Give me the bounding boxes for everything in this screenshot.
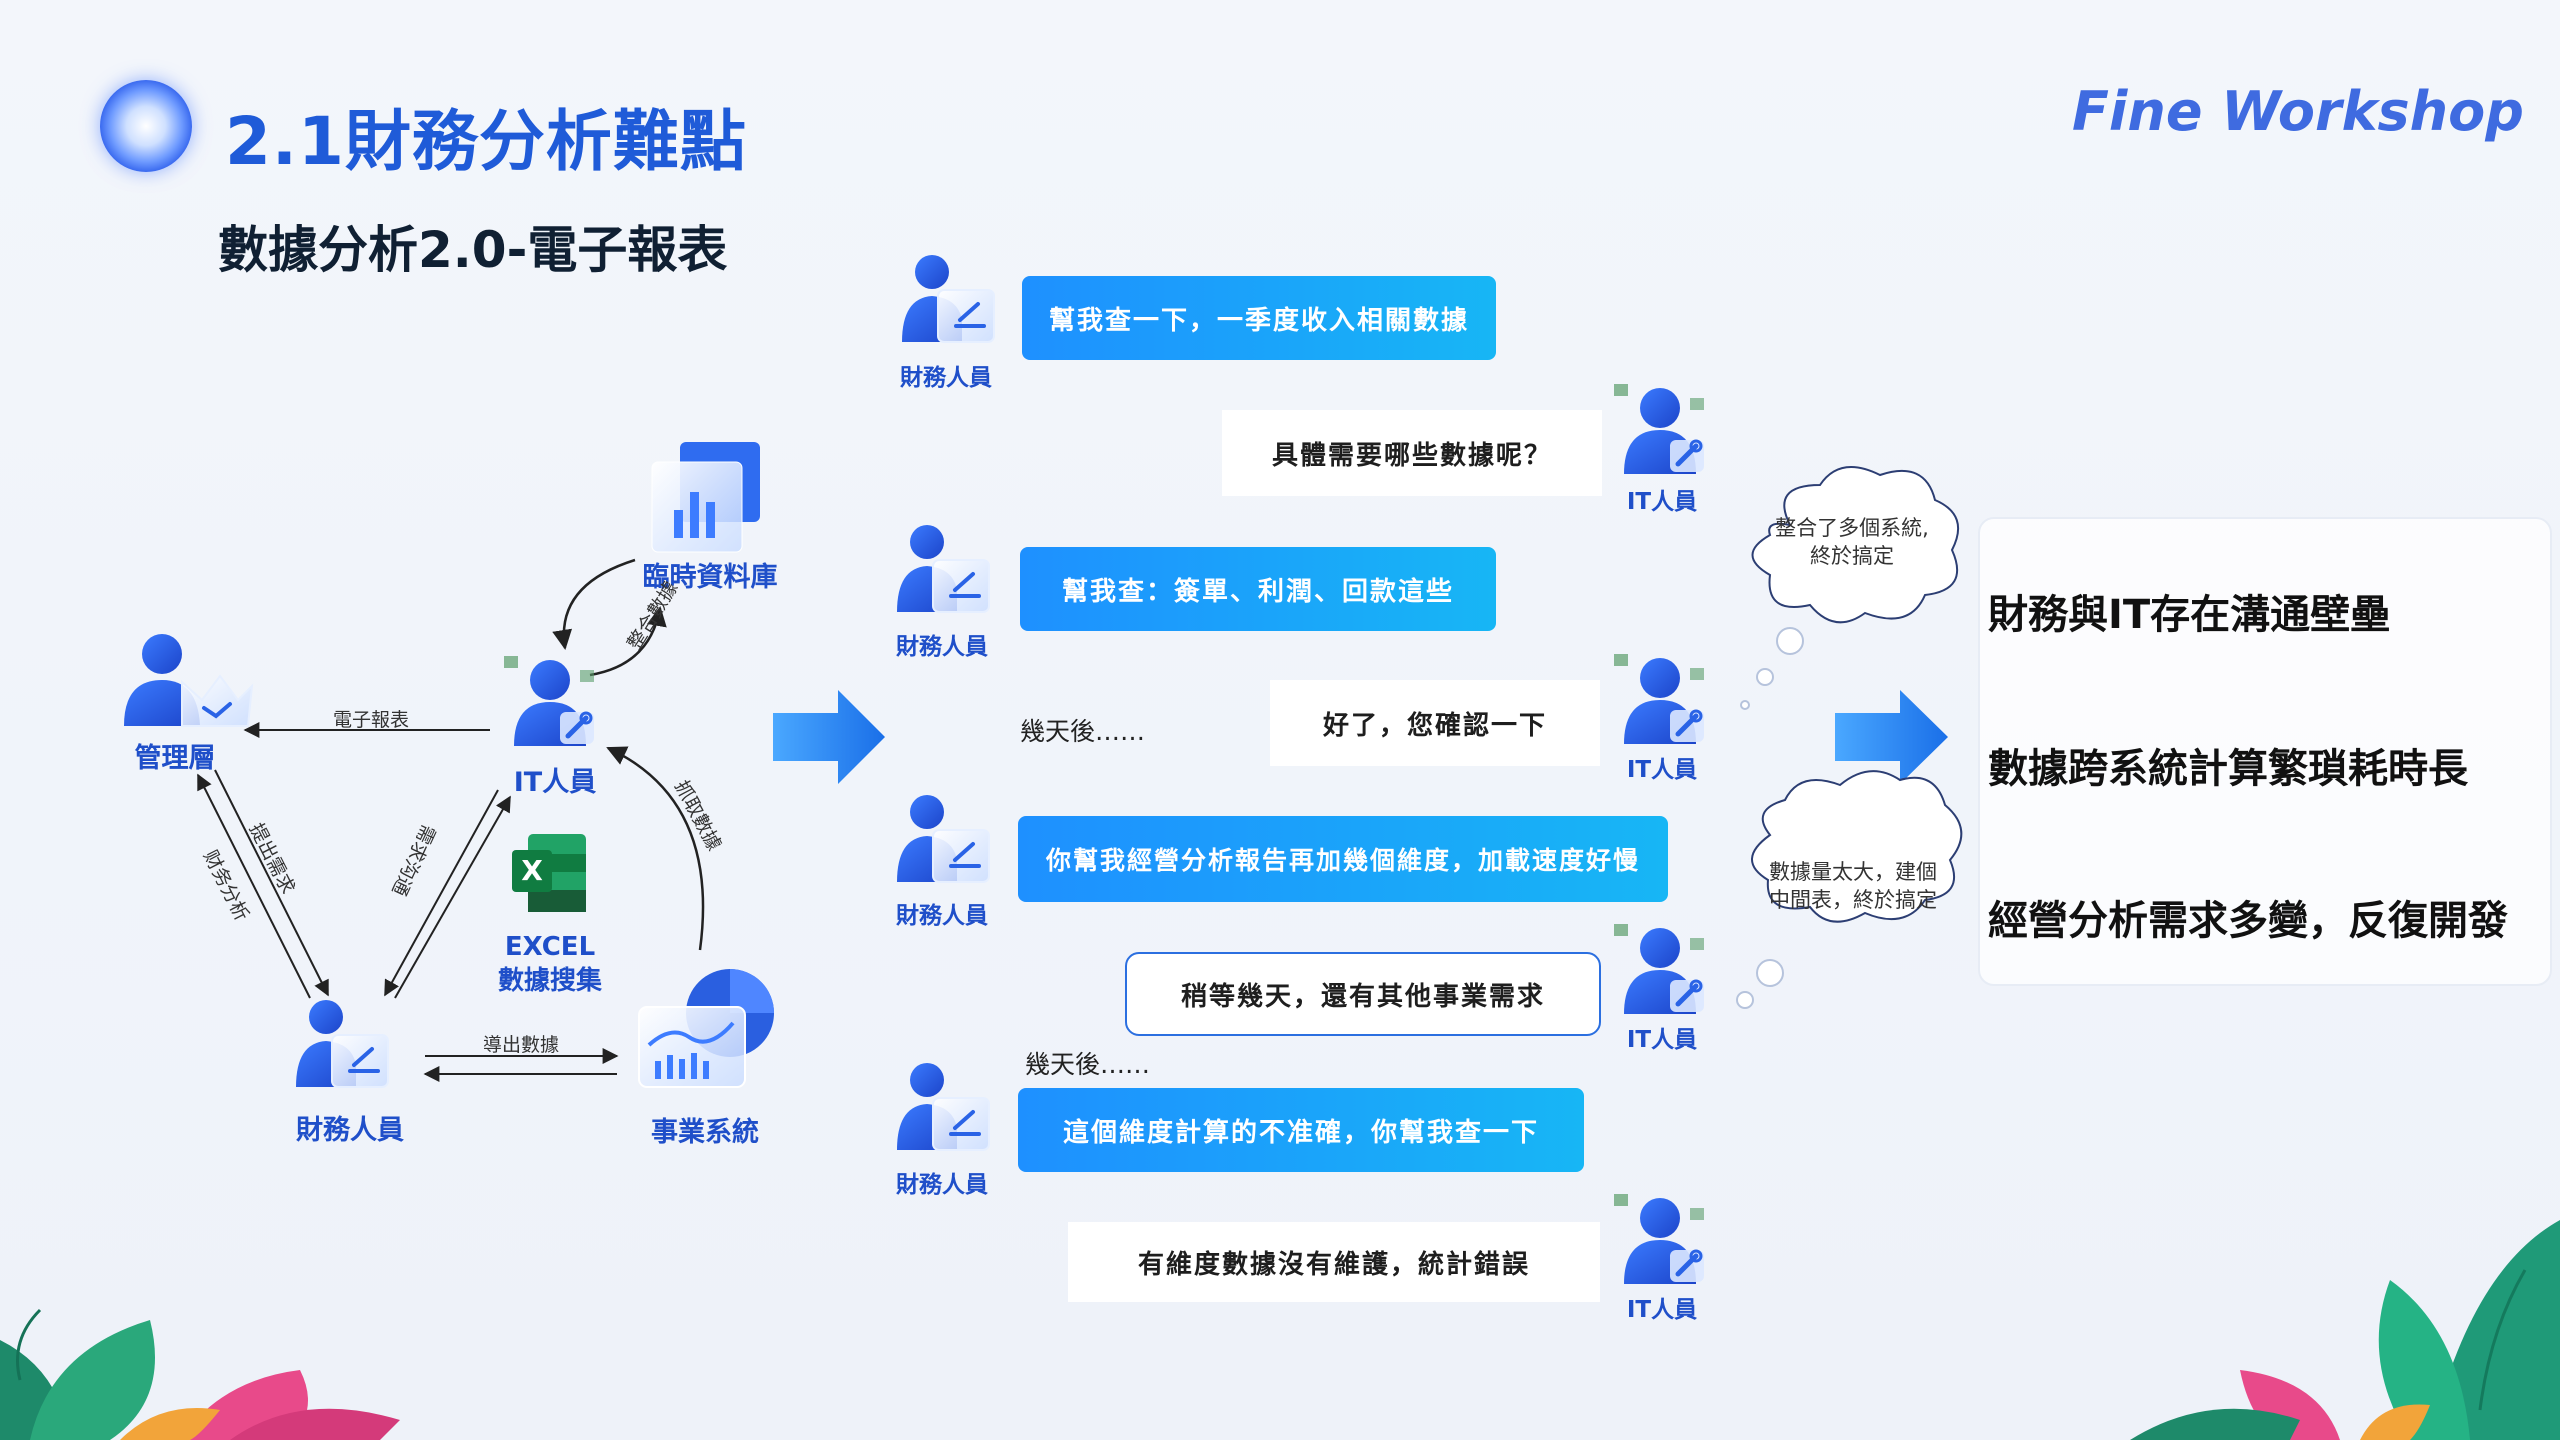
thought-cloud-1: 整合了多個系統, 終於搞定: [1762, 514, 1942, 570]
chat-speaker-label: 財務人員: [896, 1172, 988, 1198]
edge-label-report: 電子報表: [333, 709, 410, 731]
thought-cloud-2-line2: 中間表，終於搞定: [1769, 888, 1937, 912]
chat-bubble: 幫我查：簽單、利潤、回款這些: [1020, 547, 1496, 631]
title-orb-icon: [100, 80, 192, 172]
node-it-staff-label: IT人員: [513, 767, 597, 798]
thought-cloud-shape-1: [1751, 466, 1960, 624]
chat-speaker-label: IT人員: [1626, 757, 1698, 783]
chat-bubble: 這個維度計算的不准確，你幫我查一下: [1018, 1088, 1584, 1172]
thought-cloud-2-line1: 數據量太大，建個: [1769, 860, 1937, 884]
node-finance-staff-label: 財務人員: [296, 1115, 404, 1146]
chat-speaker-label: IT人員: [1626, 1297, 1698, 1323]
time-note: 幾天後……: [1020, 717, 1146, 746]
chat-it-avatar-icon: [1612, 918, 1712, 1018]
edge-label-export: 導出數據: [483, 1034, 560, 1056]
chat-it-avatar-icon: [1612, 1188, 1712, 1288]
chat-speaker-label: 財務人員: [896, 634, 988, 660]
chat-bubble: 幫我查一下，一季度收入相關數據: [1022, 276, 1496, 360]
chat-speaker-label: 財務人員: [900, 365, 992, 391]
chat-speaker-label: 財務人員: [896, 903, 988, 929]
summary-item: 經營分析需求多變，反復開發: [1988, 898, 2508, 944]
thought-cloud-1-line2: 終於搞定: [1810, 544, 1894, 568]
chat-finance-avatar-icon: [895, 523, 991, 614]
chat-bubble: 稍等幾天，還有其他事業需求: [1125, 952, 1601, 1036]
node-management-label: 管理層: [134, 743, 216, 774]
thought-cloud-1-line1: 整合了多個系統,: [1775, 516, 1929, 540]
finance-staff-icon: [294, 998, 390, 1089]
chat-bubble: 具體需要哪些數據呢？: [1222, 410, 1602, 496]
summary-item: 財務與IT存在溝通壁壘: [1988, 592, 2391, 638]
chat-finance-avatar-icon: [895, 793, 991, 884]
manager-crown-icon: [124, 634, 254, 727]
chat-speaker-label: IT人員: [1626, 489, 1698, 515]
time-note: 幾天後……: [1025, 1050, 1151, 1079]
node-temp-db-label: 臨時資料庫: [642, 562, 778, 593]
thought-cloud-2: 數據量太大，建個 中間表，終於搞定: [1748, 858, 1958, 914]
tropical-leaves-right-decoration: [2130, 1220, 2560, 1440]
chat-speaker-label: IT人員: [1626, 1027, 1698, 1053]
chat-finance-avatar-icon: [895, 1061, 991, 1152]
chat-it-avatar-icon: [1612, 648, 1712, 748]
excel-label-line2: 數據搜集: [497, 966, 602, 996]
chat-bubble: 好了，您確認一下: [1270, 680, 1600, 766]
excel-label-line1: EXCEL: [504, 932, 596, 962]
excel-icon: X: [512, 834, 586, 912]
chat-it-avatar-icon: [1612, 378, 1712, 478]
page-title: 2.1財務分析難點: [225, 103, 747, 180]
summary-panel: [1978, 517, 2552, 986]
it-staff-icon: [502, 650, 602, 750]
summary-item: 數據跨系統計算繁瑣耗時長: [1988, 746, 2468, 792]
thought-clouds: [1736, 466, 1963, 1009]
chat-finance-avatar-icon: [900, 253, 996, 344]
page-subtitle: 數據分析2.0-電子報表: [218, 221, 728, 279]
chat-bubble: 有維度數據沒有維護，統計錯誤: [1068, 1222, 1600, 1302]
tropical-leaves-left-decoration: [0, 1308, 400, 1440]
node-business-system-label: 事業系統: [651, 1117, 759, 1148]
brand-logo: Fine Workshop: [2072, 80, 2524, 143]
business-system-dashboard-icon: [638, 969, 774, 1088]
thought-cloud-shape-2: [1751, 770, 1963, 923]
svg-text:X: X: [521, 854, 543, 887]
database-chart-icon: [651, 442, 760, 553]
node-excel-label: EXCEL 數據搜集: [475, 930, 625, 998]
chat-bubble: 你幫我經營分析報告再加幾個維度，加載速度好慢: [1018, 816, 1668, 902]
